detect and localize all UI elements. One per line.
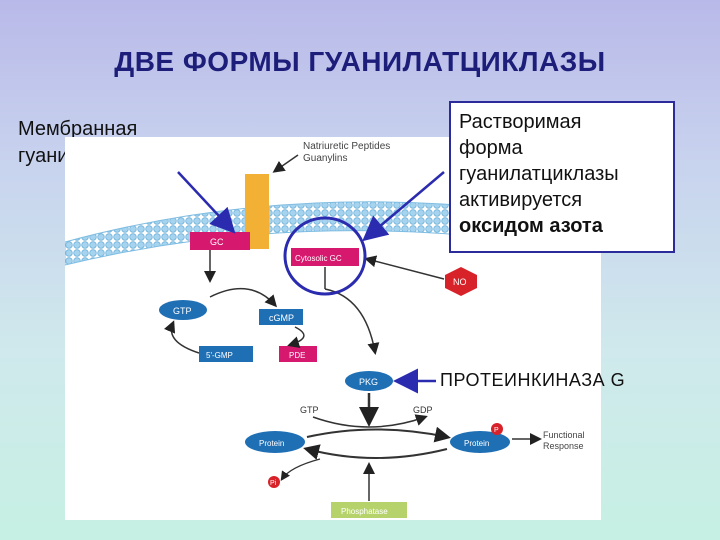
soluble-gc-line2: форма bbox=[459, 137, 523, 159]
soluble-gc-line1: Растворимая bbox=[459, 111, 582, 133]
pkg-node bbox=[345, 371, 393, 391]
cgmp-text: cGMP bbox=[269, 313, 294, 323]
protein-right-text: Protein bbox=[464, 439, 489, 448]
soluble-gc-line4: активируется bbox=[459, 189, 583, 211]
cytosolic-gc-text: Cytosolic GC bbox=[295, 254, 342, 263]
gmp5-box bbox=[199, 346, 253, 362]
cgmp-to-pde-arrow bbox=[287, 326, 305, 348]
functional-line2: Response bbox=[543, 441, 584, 451]
gtp-gdp-arc bbox=[312, 414, 428, 428]
soluble-gc-line3: гуанилатциклазы bbox=[459, 163, 619, 185]
cytosolic-gc-highlight bbox=[283, 216, 367, 296]
cytosolic-gc-box bbox=[291, 248, 359, 266]
functional-line1: Functional bbox=[543, 430, 585, 440]
gdp-label: GDP bbox=[413, 405, 433, 415]
pi-badge-circle bbox=[268, 476, 280, 488]
pde-text: PDE bbox=[289, 351, 305, 360]
pkg-text: PKG bbox=[359, 377, 378, 387]
pde-box bbox=[279, 346, 317, 362]
phosphatase-text: Phosphatase bbox=[341, 507, 388, 516]
gc-text: GC bbox=[210, 237, 224, 247]
gc-box bbox=[190, 232, 250, 250]
gmp5-to-gtp-arrow bbox=[163, 320, 200, 354]
peptide-arrow bbox=[272, 154, 299, 173]
peptides-line2: Guanylins bbox=[303, 153, 347, 164]
gtp-label: GTP bbox=[300, 405, 319, 415]
protein-kinase-g-label: ПРОТЕИНКИНАЗА G bbox=[440, 370, 626, 390]
no-text: NO bbox=[453, 277, 467, 287]
phosphatase-box bbox=[331, 502, 407, 518]
p-badge-circle bbox=[491, 423, 503, 435]
pathway-diagram: Natriuretic Peptides Guanylins GC Cytoso… bbox=[65, 141, 585, 518]
membrane-gc-label-line1: Мембранная bbox=[18, 118, 138, 140]
p-badge-text: P bbox=[494, 427, 499, 434]
no-arrow bbox=[364, 255, 445, 280]
protein-right-node bbox=[450, 431, 510, 453]
protein-left-node bbox=[245, 431, 305, 453]
soluble-gc-callout: Растворимая форма гуанилатциклазы активи… bbox=[449, 101, 675, 253]
protein-left-text: Protein bbox=[259, 439, 284, 448]
pi-badge-text: Pi bbox=[270, 480, 277, 487]
phosphorylation-arrow bbox=[306, 426, 451, 443]
gtp-node-text: GTP bbox=[173, 306, 192, 316]
soluble-gc-pointer-arrow bbox=[362, 171, 445, 242]
slide-title: ДВЕ ФОРМЫ ГУАНИЛАТЦИКЛАЗЫ bbox=[114, 46, 606, 77]
nitric-oxide-emphasis: оксидом азота bbox=[459, 215, 603, 237]
gtp-to-cgmp-arrow bbox=[209, 287, 277, 308]
cytgc-to-cgmp-arrow bbox=[324, 288, 380, 355]
no-badge bbox=[445, 267, 477, 296]
dephosphorylation-arrow bbox=[303, 444, 448, 460]
gmp5-text: 5'-GMP bbox=[206, 351, 233, 360]
soluble-gc-line5: оксидом азота bbox=[459, 213, 665, 239]
peptides-line1: Natriuretic Peptides bbox=[303, 141, 390, 152]
membrane-gc-pointer-arrow bbox=[177, 171, 236, 234]
gtp-node bbox=[159, 300, 207, 320]
pi-release-arrow bbox=[280, 458, 321, 481]
cgmp-box bbox=[259, 309, 303, 325]
